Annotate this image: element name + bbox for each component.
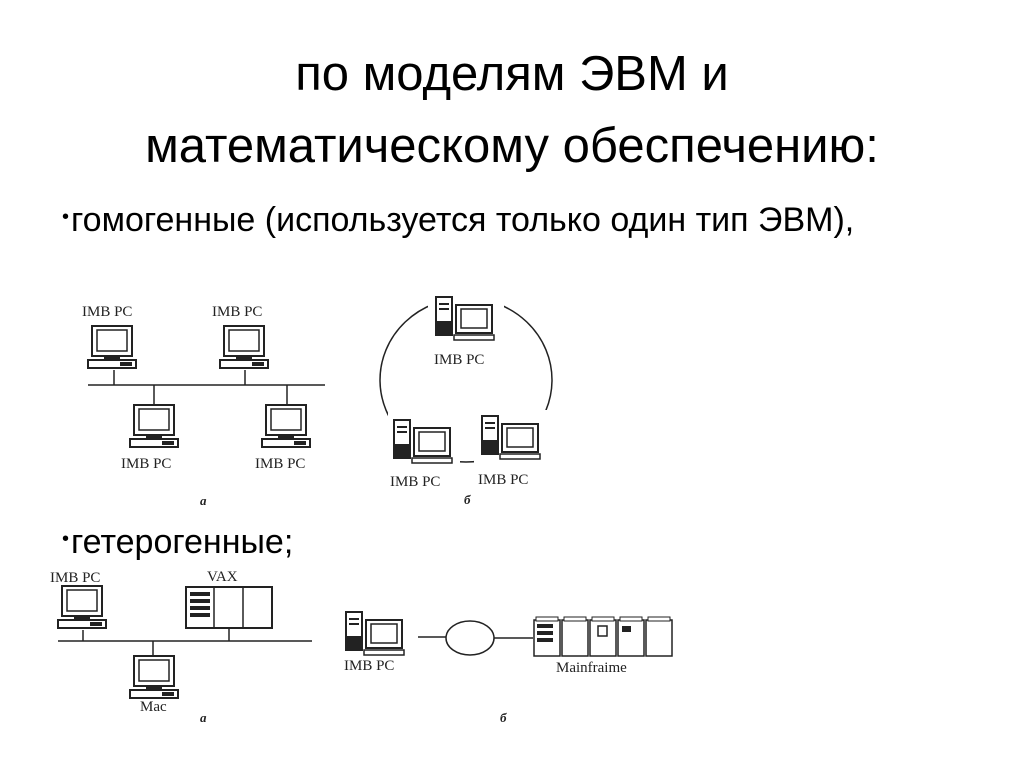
- pc-terminal-icon: [129, 404, 179, 448]
- bullet-heterogeneous-text: гетерогенные;: [71, 523, 294, 561]
- mac-terminal-icon: [129, 655, 179, 699]
- node-label: IMB PC: [212, 304, 262, 320]
- workstation-icon: [345, 611, 405, 656]
- node-label: IMB PC: [121, 456, 171, 472]
- node-label: Mainfraime: [556, 660, 627, 676]
- bullet-homogeneous-text: гомогенные (используется только один тип…: [71, 201, 855, 239]
- bullet-dot: •: [62, 528, 70, 550]
- diagram-caption: б: [464, 492, 471, 507]
- network-cloud: [445, 620, 495, 656]
- node-label: IMB PC: [50, 570, 100, 586]
- slide-title: по моделям ЭВМ и математическому обеспеч…: [0, 38, 1024, 182]
- title-line-1: по моделям ЭВМ и: [295, 47, 729, 101]
- node-label: VAX: [207, 569, 238, 585]
- diagram-caption: а: [200, 493, 207, 508]
- mainframe-icon: [533, 616, 673, 657]
- diagram-caption: б: [500, 710, 507, 725]
- homogeneous-bus-diagram: IMB PC IMB PC IMB PC IMB PC а: [82, 304, 325, 508]
- node-label: IMB PC: [82, 304, 132, 320]
- diagram-caption: а: [200, 710, 207, 725]
- pc-terminal-icon: [261, 404, 311, 448]
- homogeneous-ring-diagram: IMB PC IMB PC IMB PC б: [379, 292, 553, 507]
- node-label: IMB PC: [478, 472, 528, 488]
- node-label: Mac: [140, 699, 167, 715]
- pc-terminal-icon: [87, 325, 137, 369]
- node-label: IMB PC: [434, 352, 484, 368]
- bullet-dot: •: [62, 206, 70, 228]
- pc-terminal-icon: [219, 325, 269, 369]
- pc-terminal-icon: [57, 585, 107, 629]
- heterogeneous-bus-diagram: IMB PC VAX Mac а: [50, 569, 312, 725]
- vax-server-icon: [185, 586, 273, 629]
- bullet-heterogeneous: •гетерогенные;: [62, 512, 293, 569]
- node-label: IMB PC: [255, 456, 305, 472]
- node-label: IMB PC: [344, 658, 394, 674]
- node-label: IMB PC: [390, 474, 440, 490]
- bullet-homogeneous: •гомогенные (используется только один ти…: [62, 190, 962, 247]
- title-line-2: математическому обеспечению:: [145, 119, 879, 173]
- heterogeneous-mainframe-diagram: IMB PC Mainfraime б: [344, 611, 673, 725]
